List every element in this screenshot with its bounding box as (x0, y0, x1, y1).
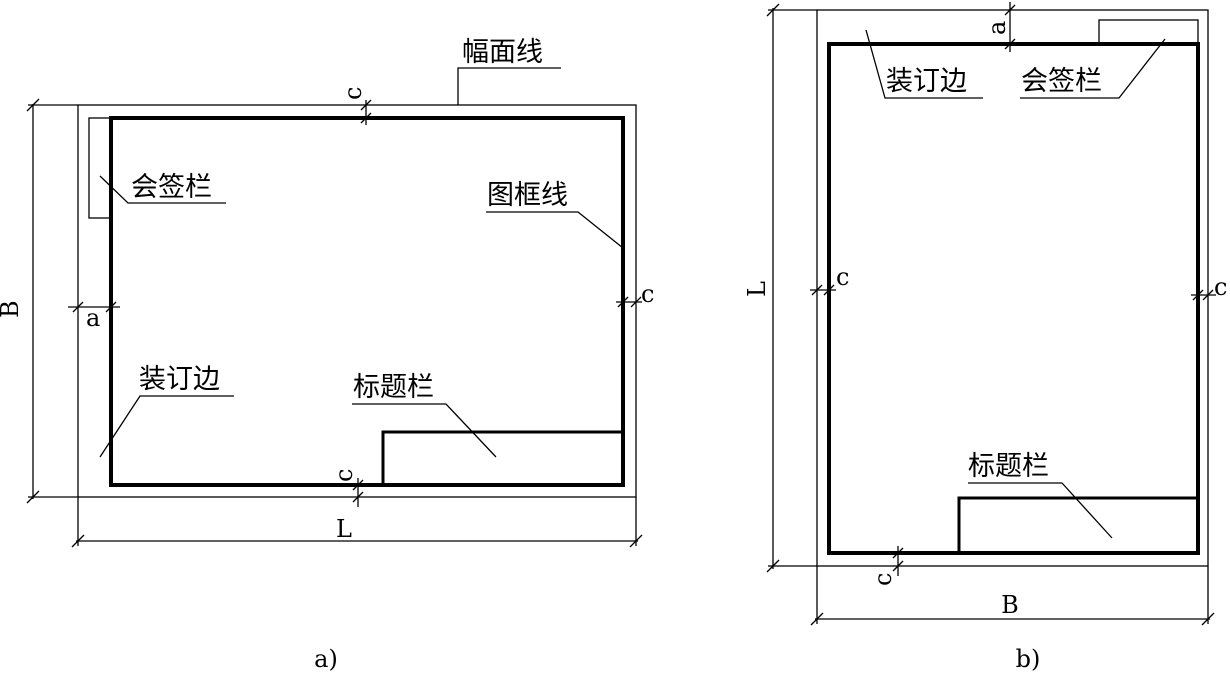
panel-b-caption: b) (1016, 645, 1041, 673)
panel-b-title-block-leader (968, 482, 1113, 539)
panel-a-title-block-leader (352, 403, 497, 458)
panel-a-binding-label: 装订边 (139, 364, 220, 395)
panel-b: L B a c c c 装订边 会签栏 标题栏 (743, 2, 1227, 673)
panel-b-binding-label: 装订边 (886, 66, 967, 97)
panel-a-binding-leader (99, 395, 234, 458)
panel-b-dim-c-right-text: c (1214, 273, 1227, 301)
panel-b-dim-L-text: L (743, 281, 771, 297)
panel-a-frame-line-label: 图框线 (487, 180, 568, 211)
panel-a-trim-line-label: 幅面线 (462, 37, 543, 68)
panel-a-trim-line (77, 104, 637, 498)
panel-b-binding-leader (865, 29, 983, 99)
panel-b-title-block (957, 496, 1200, 555)
panel-b-dim-c-bottom-text: c (869, 573, 897, 586)
panel-a-signature-leader (99, 175, 226, 204)
panel-a-dim-c-bottom-text: c (330, 469, 358, 482)
panel-a-dim-a-text: a (86, 304, 100, 332)
panel-a-dim-L-text: L (336, 515, 352, 543)
panel-b-dim-c-left-text: c (836, 263, 849, 291)
panel-a-signature-label: 会签栏 (131, 172, 212, 203)
panel-a-title-block-label: 标题栏 (353, 372, 434, 403)
panel-b-signature-leader (1020, 38, 1166, 99)
panel-a-trim-line-leader (457, 67, 561, 105)
panel-a-dim-c-top-text: c (339, 87, 367, 100)
panel-b-signature-box (1098, 19, 1199, 45)
panel-a-signature-box (88, 117, 112, 219)
panel-a: B L a c c c 幅面线 图框线 会签栏 (0, 37, 654, 673)
panel-b-trim-line (816, 9, 1209, 567)
panel-b-title-block-label: 标题栏 (968, 451, 1049, 482)
panel-a-dim-c-right-text: c (641, 280, 654, 308)
panel-b-dim-a-text: a (983, 21, 1011, 35)
panel-a-frame-line-leader (486, 211, 624, 249)
panel-a-title-block (381, 430, 625, 487)
panel-b-signature-label: 会签栏 (1021, 66, 1102, 97)
panel-a-dim-B-text: B (0, 300, 24, 318)
panel-b-dim-B-text: B (1001, 591, 1019, 619)
panel-a-caption: a) (314, 645, 338, 673)
